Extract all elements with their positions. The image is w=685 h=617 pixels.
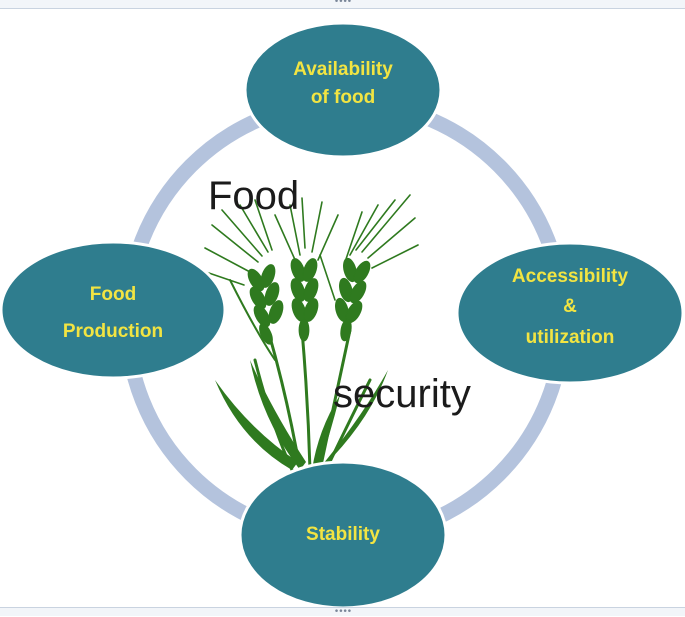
node-food-production-line1: Food — [89, 284, 137, 305]
node-stability-line1: Stability — [306, 524, 380, 545]
node-accessibility[interactable] — [455, 241, 685, 385]
node-availability-line1: Availability — [293, 59, 393, 80]
node-availability[interactable] — [243, 21, 443, 159]
node-accessibility-label: Accessibility & utilization — [460, 262, 680, 353]
node-accessibility-line3: utilization — [525, 326, 615, 348]
center-word-security: security — [333, 372, 471, 416]
resize-handle-top[interactable]: •••• — [333, 0, 352, 7]
node-food-production-label: Food Production — [10, 276, 216, 350]
frame-top-edge: •••• — [0, 0, 685, 9]
node-availability-label: Availability of food — [245, 56, 441, 111]
node-food-production-line2: Production — [62, 321, 164, 343]
resize-handle-bottom[interactable]: •••• — [333, 607, 352, 617]
frame-bottom-edge: •••• — [0, 607, 685, 617]
node-food-production[interactable] — [0, 240, 227, 380]
center-word-food: Food — [208, 174, 300, 218]
node-stability-label: Stability — [240, 521, 446, 549]
node-availability-line2: of food — [310, 86, 376, 108]
node-accessibility-line2: & — [563, 296, 577, 318]
node-accessibility-line1: Accessibility — [511, 266, 629, 287]
wheat-icon — [199, 194, 419, 472]
